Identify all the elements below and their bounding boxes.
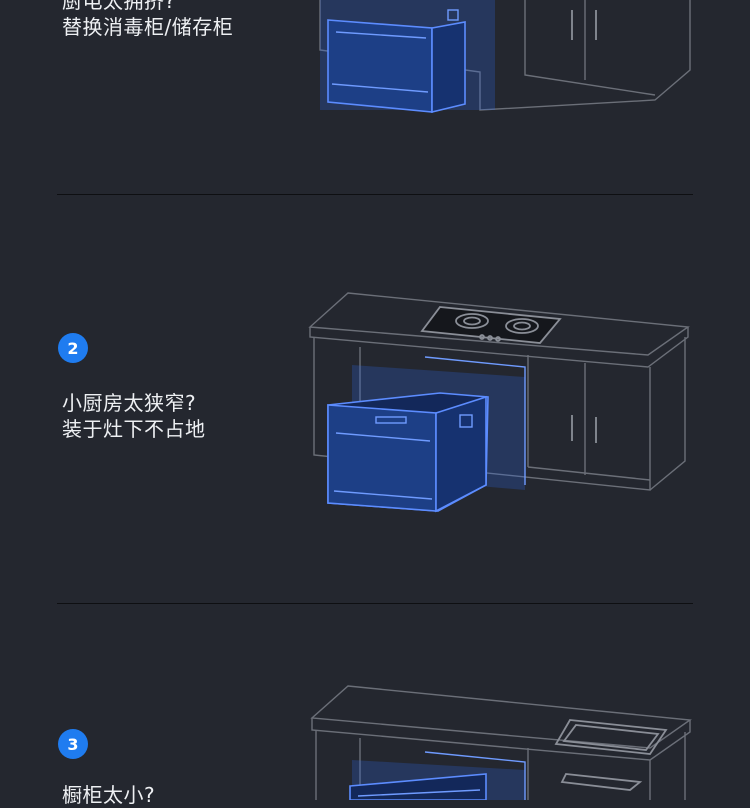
feature-2-caption: 小厨房太狭窄? 装于灶下不占地 (62, 390, 206, 442)
gas-stove-icon (420, 306, 562, 344)
feature-section-1: 厨电太拥挤? 替换消毒柜/储存柜 (0, 0, 750, 195)
sink-cabinet-illustration (310, 685, 692, 800)
feature-1-caption: 厨电太拥挤? 替换消毒柜/储存柜 (62, 0, 233, 40)
dishwasher-icon (327, 392, 489, 513)
dishwasher-icon (319, 0, 691, 114)
feature-2-line2: 装于灶下不占地 (62, 417, 206, 441)
feature-section-2: 2 小厨房太狭窄? 装于灶下不占地 (0, 195, 750, 603)
feature-3-caption: 橱柜太小? (62, 782, 155, 808)
sink-icon (554, 719, 668, 791)
under-stove-dishwasher-illustration (308, 292, 690, 513)
feature-3-line1: 橱柜太小? (62, 783, 156, 807)
feature-section-3: 3 橱柜太小? (0, 604, 750, 807)
feature-1-line1: 厨电太拥挤? (62, 0, 176, 13)
divider-2 (57, 603, 693, 604)
feature-1-line2: 替换消毒柜/储存柜 (62, 15, 234, 39)
divider-1 (57, 194, 693, 195)
step-badge-2: 2 (58, 333, 88, 363)
step-badge-3: 3 (58, 729, 88, 759)
feature-2-line1: 小厨房太狭窄? (62, 391, 197, 415)
